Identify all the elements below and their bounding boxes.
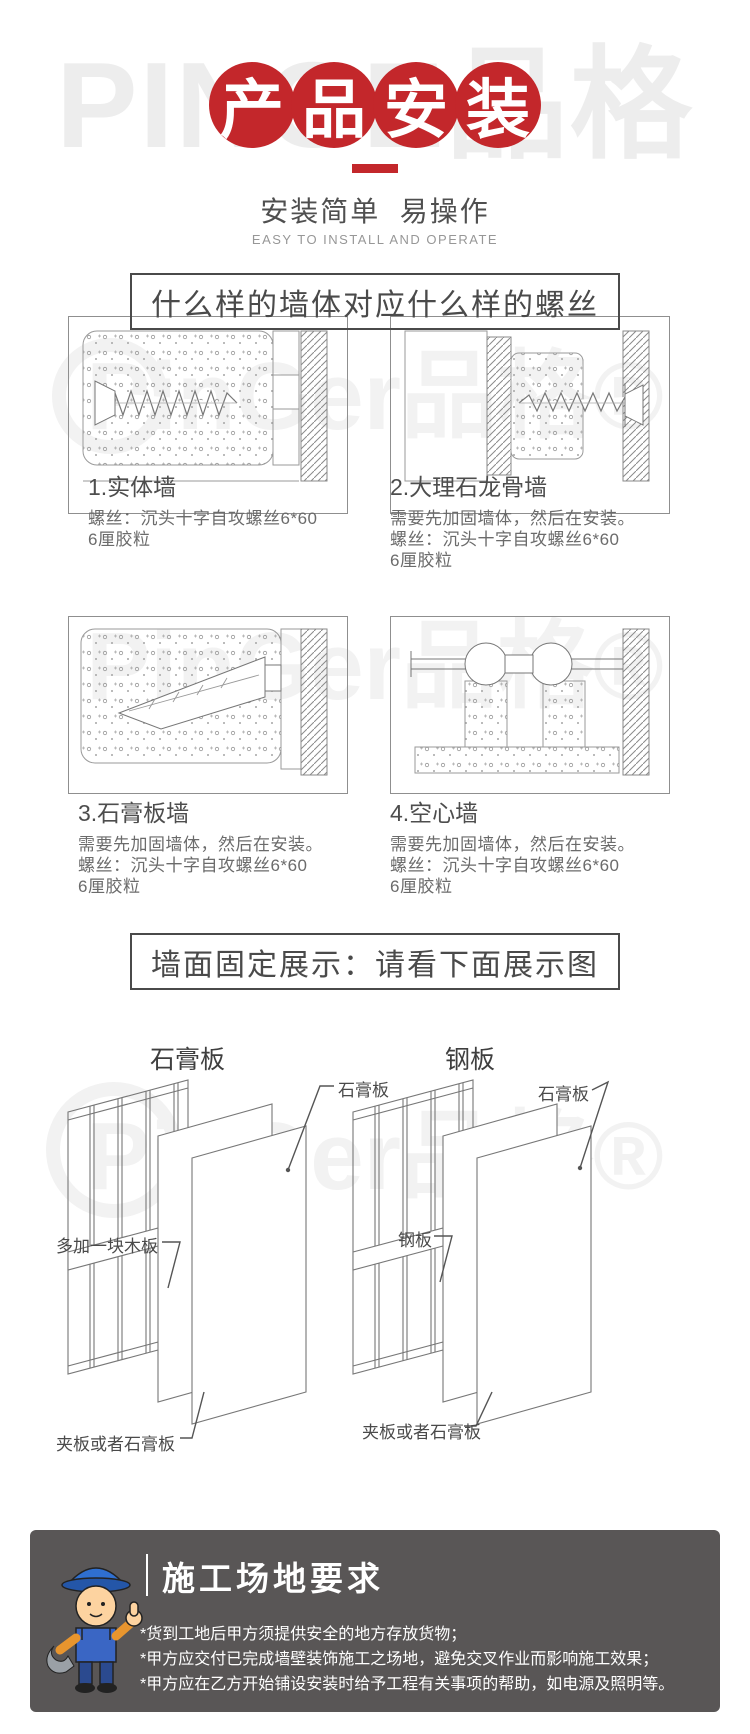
caption-gypsum-wall-line3: 6厘胶粒 (78, 877, 141, 896)
label-left-plywood-or-gypsum: 夹板或者石膏板 (56, 1435, 175, 1454)
wall-display-area: 石膏板 钢板 石膏板 石膏板 多加一块木板 钢板 夹板或者石膏板 夹板或者石膏板 (40, 1040, 710, 1470)
footer-divider (146, 1554, 148, 1596)
section-title-screw-types: 什么样的墙体对应什么样的螺丝 (130, 273, 620, 330)
label-left-gypsum-panel: 石膏板 (338, 1081, 389, 1100)
wall-assembly-drawing (67, 1079, 610, 1439)
wall-title-steel: 钢板 (445, 1046, 496, 1074)
figure-marble-keel-wall-drawing (404, 330, 650, 482)
footer-note-2: *甲方应交付已完成墙壁装饰施工之场地，避免交叉作业而影响施工效果； (140, 1651, 659, 1668)
title-badge-char-3: 安 (373, 62, 459, 148)
caption-gypsum-wall-line1: 需要先加固墙体，然后在安装。 (78, 835, 323, 854)
caption-marble-keel-wall-line1: 需要先加固墙体，然后在安装。 (390, 509, 635, 528)
footer-requirements-panel: 施工场地要求 *货到工地后甲方须提供安全的地方存放货物； *甲方应交付已完成墙壁… (30, 1530, 720, 1712)
caption-hollow-wall-name: 4.空心墙 (390, 800, 479, 826)
caption-gypsum-wall-line2: 螺丝：沉头十字自攻螺丝6*60 (78, 856, 308, 875)
figure-gypsum-wall (68, 616, 348, 794)
title-badge-char-2: 品 (291, 62, 377, 148)
caption-hollow-wall-line3: 6厘胶粒 (390, 877, 453, 896)
caption-solid-wall-name: 1.实体墙 (88, 474, 177, 500)
subtitle: 安装简单 易操作 (260, 196, 490, 227)
caption-solid-wall-line2: 6厘胶粒 (88, 530, 151, 549)
title-badge-char-1: 产 (209, 62, 295, 148)
label-right-plywood-or-gypsum: 夹板或者石膏板 (362, 1423, 481, 1442)
figure-hollow-wall (390, 616, 670, 794)
footer-note-3: *甲方应在乙方开始铺设安装时给予工程有关事项的帮助，如电源及照明等。 (140, 1676, 675, 1693)
section-title-wall-display: 墙面固定展示：请看下面展示图 (130, 933, 620, 990)
title-badges: 产 品 安 装 (209, 62, 541, 148)
subtitle-en: EASY TO INSTALL AND OPERATE (251, 232, 499, 247)
label-right-gypsum-panel: 石膏板 (538, 1085, 589, 1104)
caption-gypsum-wall-name: 3.石膏板墙 (78, 800, 190, 826)
caption-marble-keel-wall: 2.大理石龙骨墙 需要先加固墙体，然后在安装。 螺丝：沉头十字自攻螺丝6*60 … (390, 468, 635, 571)
figure-gypsum-wall-drawing (80, 628, 328, 776)
caption-marble-keel-wall-line3: 6厘胶粒 (390, 551, 453, 570)
title-badge-char-4: 装 (455, 62, 541, 148)
figure-hollow-wall-drawing (410, 628, 650, 776)
label-steel-plate: 钢板 (398, 1231, 432, 1250)
caption-solid-wall: 1.实体墙 螺丝：沉头十字自攻螺丝6*60 6厘胶粒 (88, 468, 317, 550)
caption-solid-wall-line1: 螺丝：沉头十字自攻螺丝6*60 (88, 509, 318, 528)
caption-hollow-wall-line1: 需要先加固墙体，然后在安装。 (390, 835, 635, 854)
footer-title: 施工场地要求 (162, 1560, 384, 1597)
wall-title-gypsum: 石膏板 (150, 1046, 226, 1074)
figure-solid-wall (68, 316, 348, 514)
worker-mascot-icon (46, 1567, 143, 1693)
footer-note-1: *货到工地后甲方须提供安全的地方存放货物； (140, 1626, 467, 1643)
caption-marble-keel-wall-line2: 螺丝：沉头十字自攻螺丝6*60 (390, 530, 620, 549)
label-extra-wood-board: 多加一块木板 (56, 1237, 158, 1256)
caption-gypsum-wall: 3.石膏板墙 需要先加固墙体，然后在安装。 螺丝：沉头十字自攻螺丝6*60 6厘… (78, 794, 323, 897)
figure-marble-keel-wall (390, 316, 670, 514)
caption-hollow-wall-line2: 螺丝：沉头十字自攻螺丝6*60 (390, 856, 620, 875)
caption-marble-keel-wall-name: 2.大理石龙骨墙 (390, 474, 548, 500)
caption-hollow-wall: 4.空心墙 需要先加固墙体，然后在安装。 螺丝：沉头十字自攻螺丝6*60 6厘胶… (390, 794, 635, 897)
figure-solid-wall-drawing (82, 330, 328, 482)
red-dash-divider (352, 164, 398, 173)
